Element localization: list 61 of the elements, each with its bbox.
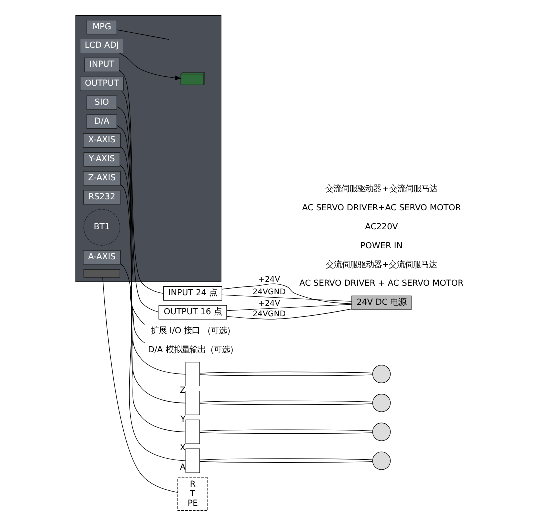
node-box: D/A [86,114,117,129]
node-box: A-AXIS [82,250,120,264]
connector [118,70,164,294]
node-box [185,448,200,473]
label: AC220V [364,220,398,231]
connector [119,164,186,404]
node-text: D/A 模拟量输出（可选） [148,344,238,354]
node-box: Y-AXIS [83,152,120,166]
node-box: OUTPUT 16 点 [158,304,227,320]
node-label: X [180,442,186,452]
node-box: OUTPUT [80,76,124,91]
node-text: 扩展 I/O 接口 （可选） [150,324,234,335]
node-box [83,268,120,278]
label: POWER IN [360,240,402,250]
connector [116,29,169,40]
node-box [185,419,200,444]
node-box [185,362,200,386]
connector [226,308,352,320]
connector [120,90,159,312]
label: 交流伺服驱动器+交流伺服马达 [326,258,437,269]
label: AC SERVO DRIVER+AC SERVO MOTOR [302,202,461,212]
node-box: MPG [86,20,117,34]
node-circle [372,364,390,383]
node-box: INPUT 24 点 [163,286,222,300]
arrow [118,52,182,80]
node-box: Z-AXIS [82,170,120,186]
connector [199,371,372,374]
connector [116,106,145,324]
connector [221,283,352,304]
node-label: A [180,462,186,472]
connector [226,304,352,311]
label: 交流伺服驱动器＋交流伺服马达 [325,183,438,194]
connector [199,458,372,460]
node-label: Y [180,413,186,424]
node-box: X-AXIS [82,133,120,148]
node-circle [372,451,390,470]
node-box [185,390,200,415]
connector [199,429,372,432]
connector [120,146,186,374]
connector [199,460,372,462]
connector [199,374,372,376]
node-box: SIO [86,95,117,110]
node-box: RS232 [82,190,120,204]
connector [199,400,372,402]
connector [221,294,352,302]
label: AC SERVO DRIVER + AC SERVO MOTOR [299,278,464,288]
connector [120,184,186,432]
node-box: LCD ADJ [80,38,123,53]
node-circle [372,394,390,412]
node-circle: BT1 [83,208,120,246]
connector [120,263,186,461]
node-box: 24V DC 电源 [351,295,412,310]
connector [199,432,372,434]
connector [116,125,146,344]
cluster [75,14,222,282]
node-box: INPUT [84,57,120,72]
node-label: Z [180,384,186,394]
node-box: R T PE [177,477,208,511]
connector [102,276,178,492]
node-circle [372,422,390,441]
connector [199,403,372,405]
